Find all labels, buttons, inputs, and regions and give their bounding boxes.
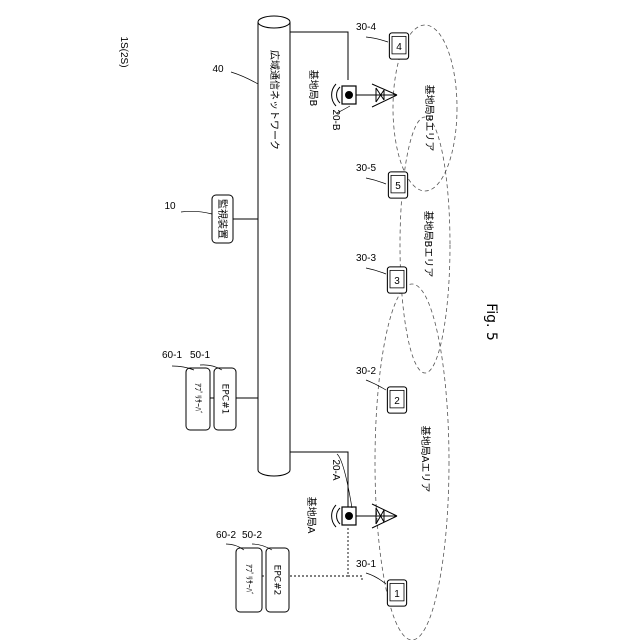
terminal-2-ref-label: 30-2 xyxy=(356,366,376,377)
monitor-ref-label: 10 xyxy=(164,201,176,212)
terminal-1-ref-label: 30-1 xyxy=(356,559,376,570)
terminal-2: 2 xyxy=(387,387,406,413)
coverage-areas xyxy=(375,25,457,640)
epc1-label: EPC#1 xyxy=(220,384,230,415)
link-network-bsb xyxy=(290,32,348,80)
area-a-label: 基地局Aエリア xyxy=(419,426,432,493)
app-server2-ref-label: 60-2 xyxy=(216,530,236,541)
bs-b-label: 基地局B xyxy=(307,70,320,107)
epc1-ref-label: 50-1 xyxy=(190,350,210,361)
terminal-4-ref-label: 30-4 xyxy=(356,22,376,33)
monitor-label: 監視装置 xyxy=(216,199,229,239)
area-b-top-label: 基地局Bエリア xyxy=(423,85,436,152)
terminal-number: 3 xyxy=(394,276,400,287)
terminal-number: 2 xyxy=(394,396,400,407)
terminal-3: 3 xyxy=(387,267,406,293)
terminal-number: 1 xyxy=(394,589,400,600)
terminal-1: 1 xyxy=(387,580,406,606)
terminal-number: 5 xyxy=(395,181,401,192)
bs-b-ref-label: 20-B xyxy=(330,109,341,130)
epc2-ref-label: 50-2 xyxy=(242,530,262,541)
terminal-3-ref-label: 30-3 xyxy=(356,253,376,264)
bs-a-label: 基地局A xyxy=(305,497,318,534)
app-server1-ref-label: 60-1 xyxy=(162,350,182,361)
figure-caption: Fig. 5 xyxy=(483,303,499,341)
terminal-4: 4 xyxy=(389,33,408,59)
app-server2-label: ｱﾌﾟﾘｻｰﾊﾞ xyxy=(245,564,254,596)
link-bsa-terminal1 xyxy=(348,576,362,582)
link-bsa-epc2 xyxy=(289,528,348,576)
area-b-mid-label: 基地局Bエリア xyxy=(422,211,435,278)
base-station-b-tower-icon xyxy=(332,84,397,107)
terminal-5-ref-label: 30-5 xyxy=(356,163,376,174)
terminal-5: 5 xyxy=(388,172,407,198)
network-ref-label: 40 xyxy=(212,64,224,75)
bs-a-ref-label: 20-A xyxy=(330,459,341,480)
base-station-a-tower-icon xyxy=(332,504,397,528)
epc2-label: EPC#2 xyxy=(272,565,282,596)
network-label: 広域通信ネットワーク xyxy=(268,50,281,150)
terminal-number: 4 xyxy=(396,42,402,53)
system-label: 1S(2S) xyxy=(118,36,129,67)
area-a-ellipse xyxy=(375,284,449,640)
app-server1-label: ｱﾌﾟﾘｻｰﾊﾞ xyxy=(194,383,203,415)
